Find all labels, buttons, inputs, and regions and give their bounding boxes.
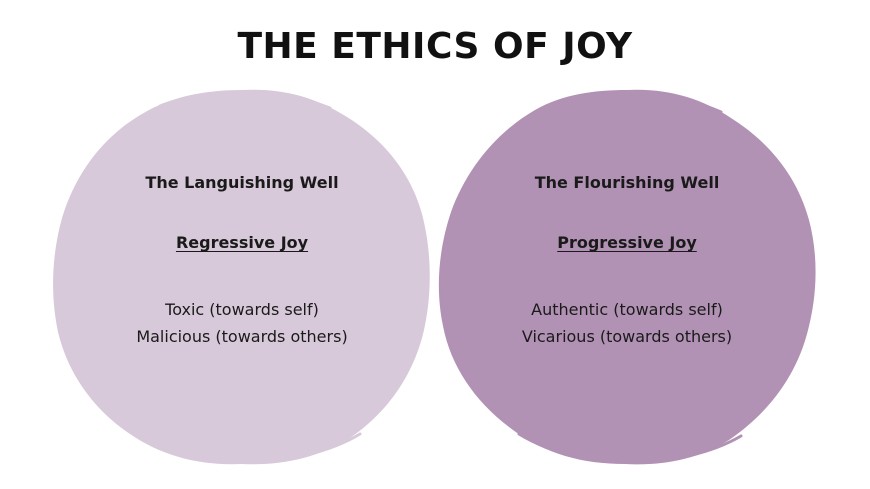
- languishing-well-circle: The Languishing Well Regressive Joy Toxi…: [50, 84, 434, 468]
- flourishing-well-circle: The Flourishing Well Progressive Joy Aut…: [435, 84, 819, 468]
- brush-stroke-top: [158, 92, 332, 110]
- brush-circle-fill: [53, 89, 430, 465]
- brush-circle-shape: [53, 89, 430, 465]
- joy-type-label: Regressive Joy: [175, 233, 309, 252]
- brush-stroke-bottom: [138, 432, 362, 463]
- page-title: THE ETHICS OF JOY: [237, 26, 633, 67]
- brush-circle-shape: [438, 89, 816, 465]
- description-line-others: Malicious (towards others): [136, 327, 348, 346]
- brush-circle-fill: [438, 89, 816, 465]
- brush-stroke-bottom: [517, 432, 743, 464]
- brush-stroke-top: [549, 92, 723, 114]
- well-heading: The Flourishing Well: [534, 173, 720, 192]
- joy-type-label: Progressive Joy: [557, 233, 697, 252]
- description-line-self: Toxic (towards self): [165, 300, 319, 319]
- description-line-self: Authentic (towards self): [531, 300, 723, 319]
- description-line-others: Vicarious (towards others): [521, 327, 733, 346]
- well-heading: The Languishing Well: [145, 173, 339, 192]
